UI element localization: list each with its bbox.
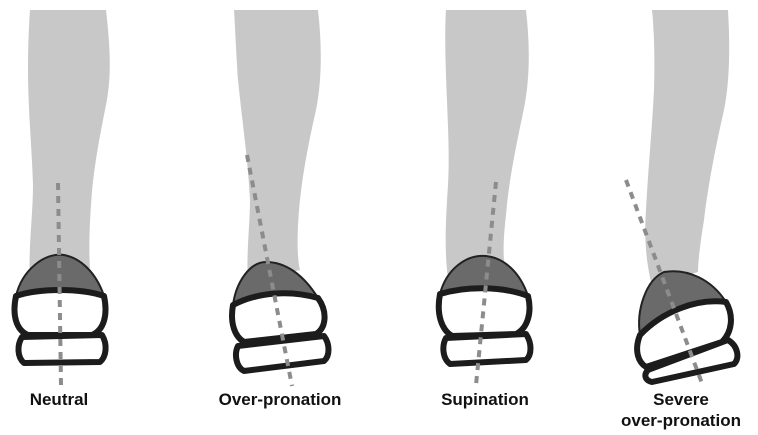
leg-silhouette — [234, 10, 321, 282]
shoe-sole — [443, 334, 530, 364]
figure-neutral — [15, 10, 110, 385]
label-text-line2: over-pronation — [606, 410, 756, 431]
label-neutral: Neutral — [4, 389, 114, 410]
label-text: Supination — [441, 390, 529, 409]
label-text: Over-pronation — [219, 390, 342, 409]
figure-over-pronation — [232, 10, 328, 386]
figure-severe-over-pronation — [626, 10, 737, 386]
label-supination: Supination — [420, 389, 550, 410]
figure-supination — [439, 10, 531, 385]
label-text: Neutral — [30, 390, 89, 409]
label-over-pronation: Over-pronation — [195, 389, 365, 410]
label-severe-over-pronation: Severe over-pronation — [606, 389, 756, 431]
label-text-line1: Severe — [606, 389, 756, 410]
leg-silhouette — [645, 10, 729, 286]
leg-silhouette — [445, 10, 529, 278]
leg-silhouette — [28, 10, 110, 282]
